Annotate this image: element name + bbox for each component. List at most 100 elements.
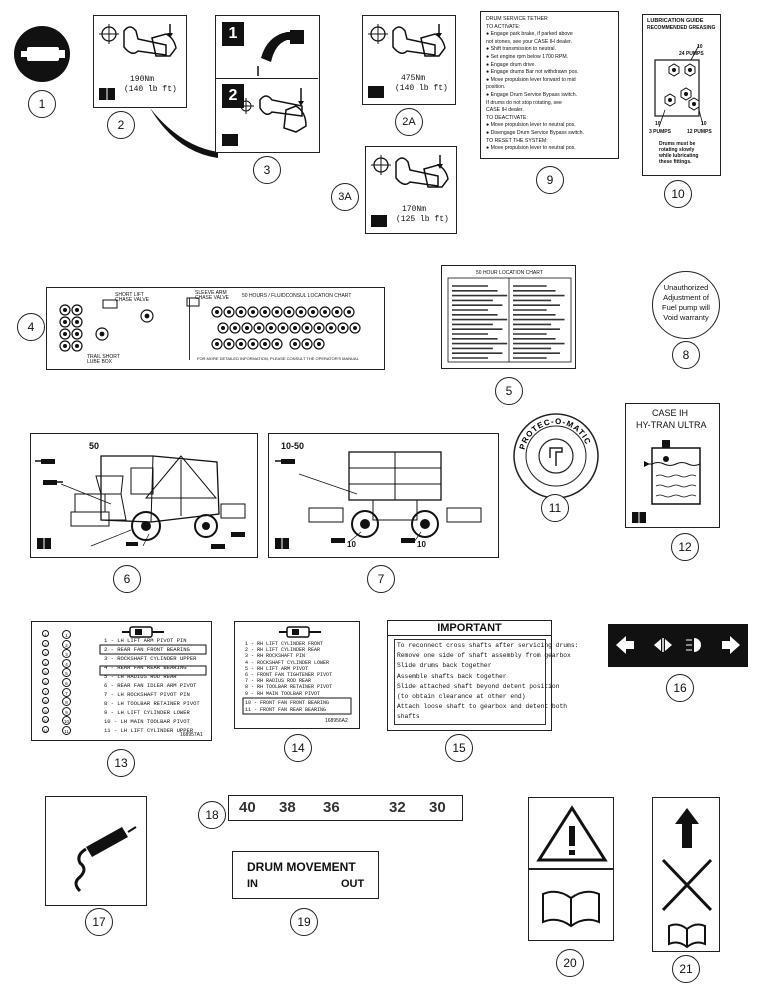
decal-12-line2: HY-TRAN ULTRA xyxy=(636,420,707,430)
decal-13-left-num: 3 xyxy=(42,649,49,657)
decal-12: CASE IH HY-TRAN ULTRA xyxy=(625,403,720,528)
decal-7-top-label: 24 PUMPS xyxy=(679,51,704,57)
decal-3-step2-box: 2 xyxy=(222,84,244,108)
decal-3a: 170Nm (125 lb ft) xyxy=(365,146,457,234)
decal-7-top-pumps: 10 xyxy=(697,44,703,50)
decal-7-note-3: while lubricating xyxy=(659,153,699,159)
decal-6-line: CASE IH dealer. xyxy=(486,107,524,114)
arrow-right-icon xyxy=(722,636,740,654)
decal-13-row: 10 - LH MAIN TOOLBAR PIVOT xyxy=(104,718,190,725)
decal-3-step1-box: 1 xyxy=(222,22,244,46)
decal-13-left-num: 10 xyxy=(42,716,49,724)
decal-4-chart-title: 50 HOURS / FLUIDCONSUL LOCATION CHART xyxy=(242,293,352,299)
decal-14-row: 8 - RH TOOLBAR RETAINER PIVOT xyxy=(245,684,333,691)
decal-6-line: TO ACTIVATE: xyxy=(486,23,521,30)
decal-13-mid-num: 6 xyxy=(62,678,71,687)
callout-10: 8 xyxy=(672,341,700,369)
decal-21 xyxy=(652,797,720,952)
decal-4-label1: SHORT LIFT xyxy=(115,292,144,298)
decal-13-row: 7 - LH ROCKSHAFT PIVOT PIN xyxy=(104,691,190,698)
decal-18: 40 38 36 32 30 xyxy=(228,795,463,821)
decal-6-line: ● Engage drum drive. xyxy=(486,61,536,68)
decal-2-torque-ft: (140 lb ft) xyxy=(124,85,177,94)
decal-15-line: Attach loose shaft to gearbox and detent… xyxy=(397,703,568,711)
callout-7: 10 xyxy=(664,180,692,208)
callout-19: 19 xyxy=(290,908,318,936)
decal-4-label2b: CHASE VALVE xyxy=(195,295,229,301)
decal-13-row: 2 - REAR FAN FRONT BEARING xyxy=(104,646,190,653)
decal-18-num-30: 30 xyxy=(429,799,446,816)
decal-13-mid-num: 11 xyxy=(62,726,71,735)
decal-16 xyxy=(608,624,748,667)
decal-4-label1b: CHASE VALVE xyxy=(115,297,149,303)
decal-15-line: Slide attached shaft beyond detent posit… xyxy=(397,682,560,690)
decal-13-mid-num: 8 xyxy=(62,697,71,707)
decal-7-note-4: these fittings. xyxy=(659,159,692,165)
decal-9-hours-bottom-right: 10 xyxy=(417,540,426,549)
decal-4-bottom-left2: LUBE BOX xyxy=(87,359,113,365)
decal-18-num-40: 40 xyxy=(239,799,256,816)
callout-13: 13 xyxy=(107,749,135,777)
headlight-icon xyxy=(694,638,701,652)
decal-6-line: TO DEACTIVATE: xyxy=(486,114,528,121)
decal-6-line: ● Move propulsion lever to neutral pos. xyxy=(486,122,576,129)
decal-10-line4: Void warranty xyxy=(663,313,709,322)
decal-13-row: 1 - LH LIFT ARM PIVOT PIN xyxy=(104,637,187,644)
decal-13-row: 6 - REAR FAN IDLER ARM PIVOT xyxy=(104,682,197,689)
callout-2a: 2A xyxy=(395,108,423,136)
decal-19-title: DRUM MOVEMENT xyxy=(247,860,356,874)
decal-15-line: (to obtain clearance at other end) xyxy=(397,693,526,700)
decal-12-line1: CASE IH xyxy=(652,408,689,418)
callout-8: 6 xyxy=(113,565,141,593)
decal-2: 190Nm (140 lb ft) xyxy=(93,15,187,108)
decal-6-line: ● Move propulsion lever forward to mid xyxy=(486,76,576,83)
decal-14-row: 3 - RH ROCKSHAFT PIN xyxy=(245,653,306,660)
decal-13-left-num: 1 xyxy=(42,630,49,637)
decal-10: Unauthorized Adjustment of Fuel pump wil… xyxy=(652,271,720,339)
decal-8-hours: 50 xyxy=(89,441,100,451)
decal-14-row: 11 - FRONT FAN REAR BEARING xyxy=(245,707,327,713)
arrow-left-icon xyxy=(616,636,634,654)
decal-14-part: 168956A2 xyxy=(325,718,348,724)
decal-13-row: 9 - LH LIFT CYLINDER LOWER xyxy=(104,709,190,716)
decal-6-line: ● Shift transmission to neutral. xyxy=(486,46,557,53)
decal-15: IMPORTANT To reconnect cross shafts afte… xyxy=(387,620,578,731)
decal-4: SHORT LIFT CHASE VALVE SLEEVE ARM CHASE … xyxy=(46,287,385,370)
decal-15-line: Remove one side of shaft assembly from g… xyxy=(397,652,571,660)
decal-13-row: 5 - LH RADIUS ROD REAR xyxy=(104,673,177,680)
decal-7-note-1: Drums must be xyxy=(659,141,696,147)
decal-7-left-pumps: 10 xyxy=(655,121,661,127)
double-arrow-icon xyxy=(654,639,672,651)
decal-4-footer: FOR MORE DETAILED INFORMATION, PLEASE CO… xyxy=(197,356,359,361)
decal-13-part: 168957A1 xyxy=(180,732,203,738)
arrow-up-icon xyxy=(675,808,699,848)
decal-3a-torque-ft: (125 lb ft) xyxy=(396,215,449,224)
decal-2a: 475Nm (140 lb ft) xyxy=(362,15,456,105)
decal-14-row: 1 - RH LIFT CYLINDER FRONT xyxy=(245,641,324,647)
callout-21: 21 xyxy=(672,955,700,983)
decal-6-line: ● Move propulsion lever to neutral pos. xyxy=(486,145,576,152)
decal-15-line: Assemble shafts back together xyxy=(397,672,507,680)
decal-7-right-pumps: 10 xyxy=(701,121,707,127)
decal-13-mid-num: 9 xyxy=(62,706,71,716)
decal-19-out: OUT xyxy=(341,878,365,890)
decal-19: DRUM MOVEMENT IN OUT xyxy=(232,851,379,899)
decal-2a-torque-nm: 475Nm xyxy=(401,74,426,83)
decal-6-line: If drums do not stop rotating, see xyxy=(486,99,562,106)
decal-6-line: ● Set engine rpm below 1700 RPM. xyxy=(486,53,569,60)
decal-9-hours-bottom-left: 10 xyxy=(347,540,356,549)
decal-15-title: IMPORTANT xyxy=(437,622,502,634)
grease-gun-icon xyxy=(74,826,137,893)
decal-2-torque-nm: 190Nm xyxy=(130,75,155,84)
callout-11: 11 xyxy=(541,494,569,522)
decal-5-chart-rows xyxy=(447,277,572,363)
decal-10-line1: Unauthorized xyxy=(663,283,709,292)
decal-13-mid-num: 2 xyxy=(62,639,71,649)
callout-9: 7 xyxy=(367,565,395,593)
decal-13-left-num: 11 xyxy=(42,726,49,733)
decal-8-machine-side xyxy=(35,455,246,549)
decal-14-row: 5 - RH LIFT ARM PIVOT xyxy=(245,665,309,672)
